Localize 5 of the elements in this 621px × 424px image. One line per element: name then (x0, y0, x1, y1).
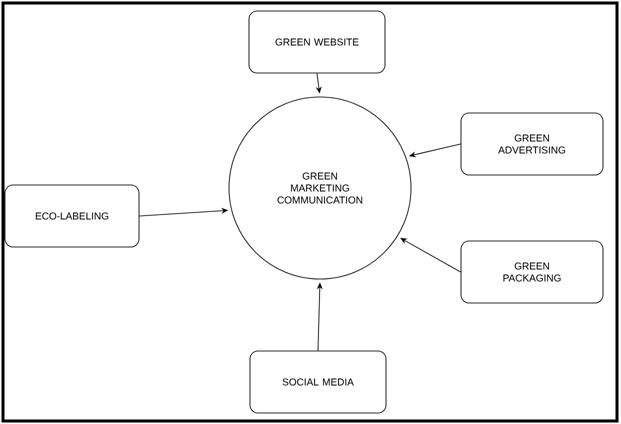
rounded-box: GREEN WEBSITE (248, 10, 386, 74)
rounded-box: SOCIAL MEDIA (250, 350, 386, 414)
rounded-box: GREEN PACKAGING (460, 240, 604, 304)
rounded-box: GREEN ADVERTISING (460, 112, 604, 176)
rounded-box: ECO-LABELING (4, 184, 140, 248)
